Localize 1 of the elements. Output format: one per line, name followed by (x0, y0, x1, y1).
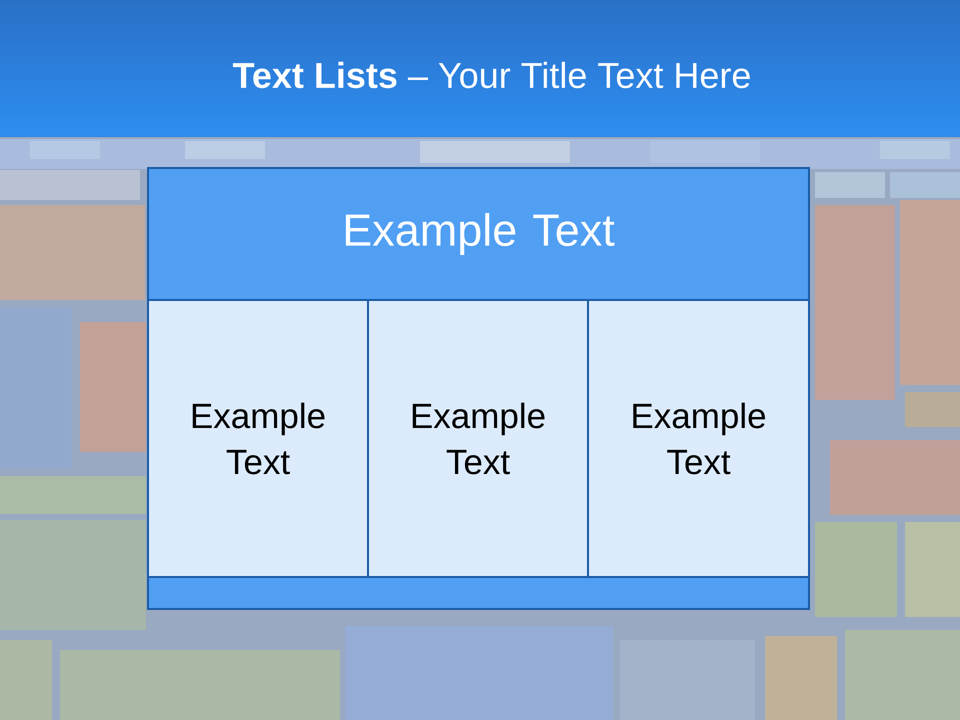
title: Text Lists – Your Title Text Here (232, 62, 750, 88)
